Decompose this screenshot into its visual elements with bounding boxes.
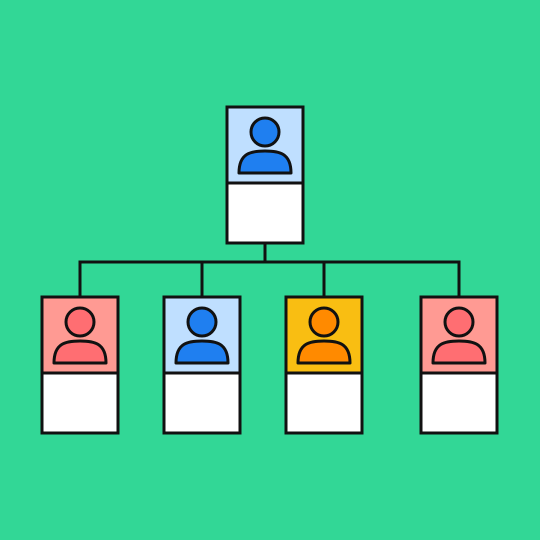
person-icon bbox=[431, 306, 487, 365]
person-icon bbox=[174, 306, 230, 365]
root-card bbox=[225, 105, 305, 245]
child-card-3-info-area bbox=[284, 371, 364, 435]
child-card-1 bbox=[40, 295, 120, 435]
person-icon bbox=[296, 306, 352, 365]
child-card-4 bbox=[419, 295, 499, 435]
root-card-info-area bbox=[225, 181, 305, 245]
org-chart-cards bbox=[40, 105, 499, 435]
child-card-2 bbox=[162, 295, 242, 435]
child-card-1-info-area bbox=[40, 371, 120, 435]
child-card-2-info-area bbox=[162, 371, 242, 435]
child-card-3 bbox=[284, 295, 364, 435]
person-icon bbox=[237, 116, 293, 175]
connector-lines bbox=[78, 243, 461, 297]
person-icon bbox=[52, 306, 108, 365]
child-card-4-info-area bbox=[419, 371, 499, 435]
